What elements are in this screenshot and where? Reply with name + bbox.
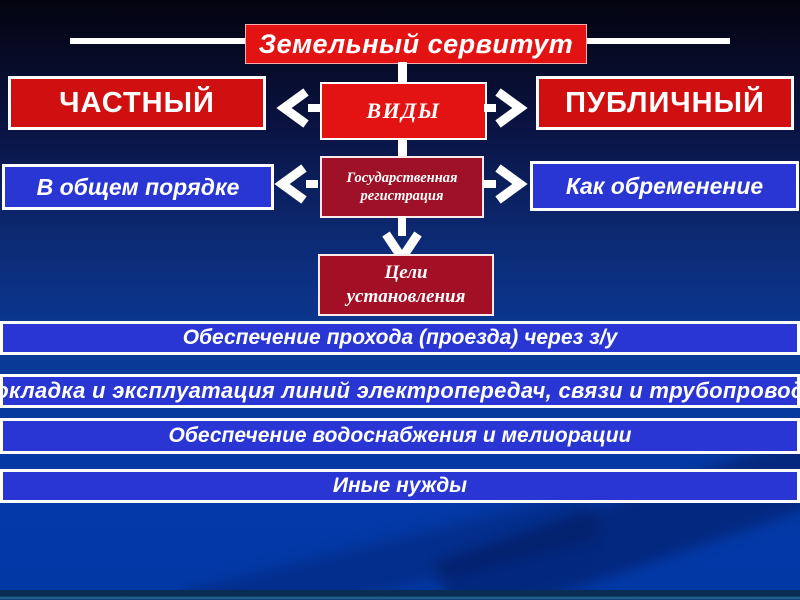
connector-title-to-types <box>398 62 407 82</box>
encumbrance-box: Как обременение <box>530 161 799 211</box>
state-registration-line1: Государственная <box>346 169 458 186</box>
general-order-box: В общем порядке <box>2 164 274 210</box>
type-private-box: ЧАСТНЫЙ <box>8 76 266 130</box>
state-registration-line2: регистрация <box>360 188 444 204</box>
bottom-edge-strip <box>0 590 800 600</box>
arrow-left-icon <box>274 164 318 204</box>
connector-types-to-registration <box>398 138 407 156</box>
goals-header-line2: установления <box>346 286 466 307</box>
goal-bar-passage: Обеспечение прохода (проезда) через з/у <box>0 321 800 355</box>
slide-title: Земельный сервитут <box>245 24 587 64</box>
goal-bar-powerlines: окладка и эксплуатация линий электропере… <box>0 374 800 408</box>
type-public-box: ПУБЛИЧНЫЙ <box>536 76 794 130</box>
arrow-right-icon <box>484 88 528 128</box>
goals-header-box: Цели установления <box>318 254 494 316</box>
title-rule-left <box>70 38 245 44</box>
arrow-right-icon <box>484 164 528 204</box>
goal-bar-other: Иные нужды <box>0 469 800 503</box>
types-center-box: ВИДЫ <box>320 82 487 140</box>
title-rule-right <box>585 38 730 44</box>
background-swoosh <box>180 489 600 600</box>
goal-bar-water: Обеспечение водоснабжения и мелиорации <box>0 418 800 454</box>
state-registration-box: Государственная регистрация <box>320 156 484 218</box>
goals-header-line1: Цели <box>384 262 428 284</box>
arrow-left-icon <box>276 88 320 128</box>
